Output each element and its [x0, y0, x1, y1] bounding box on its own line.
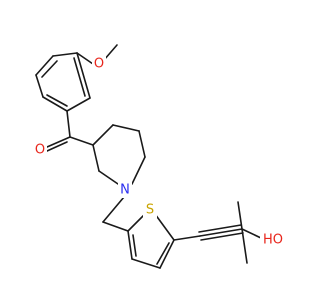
atom-label-bg — [92, 56, 106, 72]
methoxy-group — [76, 44, 118, 65]
atom-s-thiophene: S — [143, 202, 157, 218]
bond — [69, 136, 94, 146]
bond-triple — [200, 232, 244, 241]
atom-o-methoxy-label: O — [94, 57, 104, 72]
bond-triple — [198, 224, 242, 233]
bond-double-inner — [156, 242, 170, 265]
atom-label-bg — [33, 142, 47, 158]
bond — [35, 55, 54, 76]
bond — [127, 213, 146, 232]
bond — [103, 44, 118, 61]
bond — [42, 96, 68, 112]
bond — [35, 74, 44, 98]
atom-label-bg — [143, 202, 157, 218]
bond — [66, 97, 91, 112]
molecule-structure-diagram: O O N S HO — [33, 44, 286, 269]
bond — [173, 235, 201, 241]
bond-double-inner — [46, 94, 68, 107]
atom-s-thiophene-label: S — [146, 203, 154, 218]
bond — [52, 52, 78, 57]
atom-label-bg — [118, 182, 132, 198]
piperidine-ring — [92, 124, 146, 185]
atom-n-piperidine-label: N — [120, 183, 130, 198]
bond-double — [46, 136, 71, 148]
bond — [76, 52, 91, 99]
bond — [66, 110, 71, 138]
benzene-ring — [35, 52, 91, 112]
atom-label-bg — [260, 232, 286, 248]
bond — [98, 170, 119, 185]
bond-double-inner — [73, 57, 86, 97]
bond — [92, 144, 100, 172]
bond-double-inner — [132, 234, 137, 257]
atom-o-carbonyl-label: O — [35, 143, 45, 158]
atom-o-carbonyl: O — [33, 142, 47, 158]
alkyne-and-tertiary-alcohol — [173, 201, 262, 264]
bond — [237, 201, 243, 230]
bond — [102, 221, 129, 232]
atom-o-hydroxyl: HO — [260, 232, 286, 248]
bond — [131, 258, 161, 269]
bond — [127, 230, 133, 260]
bond-triple — [199, 228, 243, 237]
bond-double-inner — [41, 60, 58, 78]
carbonyl-group — [46, 110, 94, 152]
bond — [131, 156, 146, 185]
bond — [76, 52, 94, 65]
bond — [241, 228, 248, 264]
atom-o-hydroxyl-label: HO — [263, 233, 283, 248]
bond — [159, 239, 175, 269]
bond — [154, 213, 175, 241]
bond-double — [46, 141, 68, 152]
bond — [102, 196, 125, 223]
bond — [92, 124, 114, 146]
atom-o-methoxy: O — [92, 56, 106, 72]
linker-and-thiophene — [102, 196, 175, 269]
bond — [138, 130, 146, 158]
atom-n-piperidine: N — [118, 182, 132, 198]
bond — [241, 228, 262, 239]
bond — [112, 124, 140, 132]
